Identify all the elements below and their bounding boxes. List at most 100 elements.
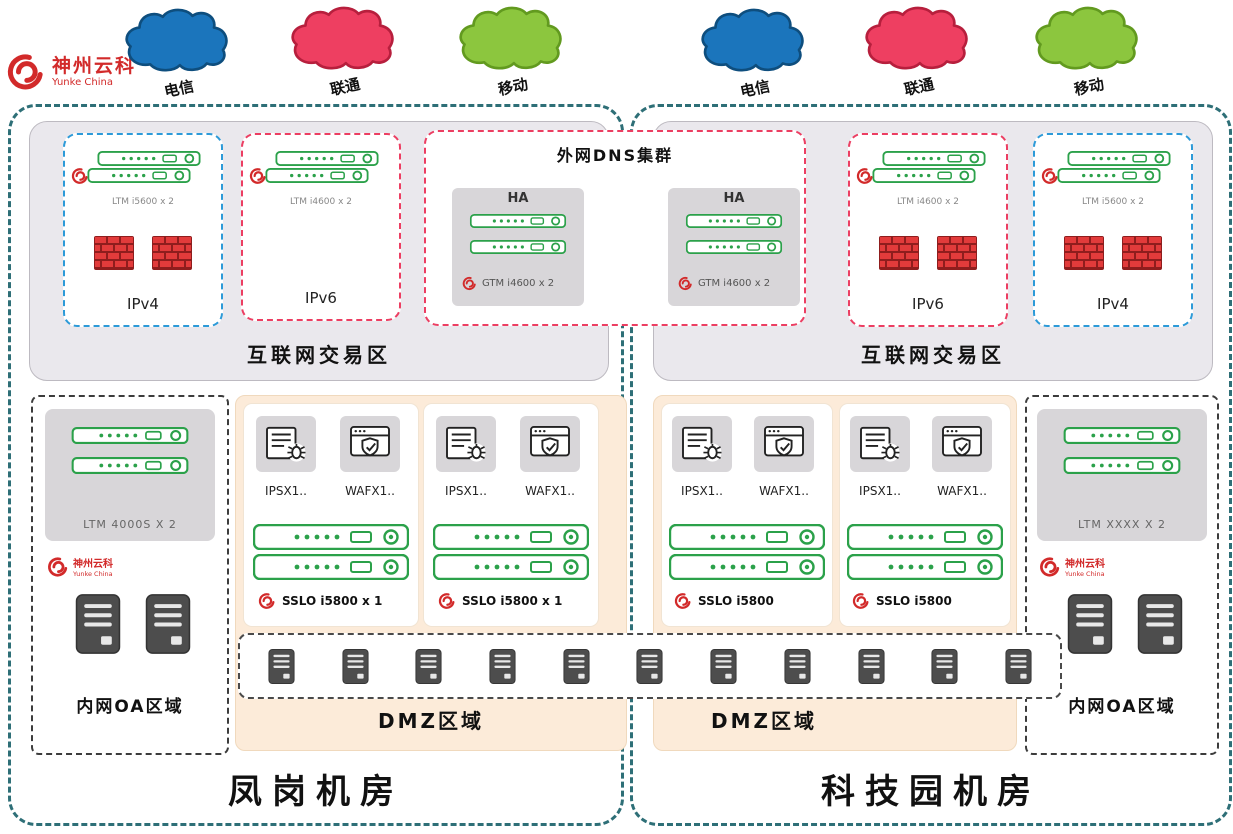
waf-label: WAFX1.. [759, 484, 809, 498]
sslo-caption: SSLO i5800 [674, 592, 774, 610]
ltm-appliance-icon [1059, 457, 1185, 474]
sslo-appliance-icon [668, 524, 826, 550]
oa-zone-right: LTM XXXX X 2 神州云科 Yunke China 内网OA区域 [1025, 395, 1219, 755]
ips-tile [256, 416, 316, 472]
ltm-appliance-icon [878, 151, 990, 166]
sslo-label: SSLO i5800 [876, 594, 952, 608]
brand-subtitle: Yunke China [52, 76, 113, 88]
sslo-caption: SSLO i5800 x 1 [258, 592, 382, 610]
waf-tile [932, 416, 992, 472]
server-icon [268, 648, 295, 685]
gtm-label: GTM i4600 x 2 [482, 278, 555, 289]
waf-label: WAFX1.. [525, 484, 575, 498]
sslo-appliance-icon [432, 524, 590, 550]
datacenter-name-fenggang: 凤岗机房 [228, 772, 404, 812]
yunke-mini-logo-icon [1039, 556, 1061, 578]
yunke-mini-logo-icon [678, 276, 693, 291]
server-icon [636, 648, 663, 685]
ips-tile [436, 416, 496, 472]
sslo-appliance-icon [252, 524, 410, 550]
cloud-icon [286, 4, 404, 74]
device-label: LTM i5600 x 2 [111, 197, 175, 207]
sslo-appliance-icon [668, 554, 826, 580]
ips-tile [672, 416, 732, 472]
ltm-appliance-icon [67, 427, 193, 444]
ltm-appliance-icon [1063, 151, 1175, 166]
gtm-caption: GTM i4600 x 2 [678, 276, 770, 291]
ips-icon [445, 425, 487, 463]
cloud-icon [120, 6, 238, 76]
server-icon [1005, 648, 1032, 685]
ltm-appliance-icon [261, 168, 373, 183]
sslo-appliance-icon [846, 554, 1004, 580]
sslo-caption: SSLO i5800 x 1 [438, 592, 562, 610]
gtm-appliance-icon [466, 240, 570, 254]
device-label: LTM i5600 x 2 [1081, 197, 1145, 207]
cloud-icon [1030, 4, 1148, 74]
firewall-row [850, 235, 1006, 271]
waf-icon [529, 425, 571, 463]
ipv6-box-right: LTM i4600 x 2 IPv6 [848, 133, 1008, 327]
waf-label: WAFX1.. [345, 484, 395, 498]
dmz-zone-label: DMZ区域 [377, 709, 484, 733]
firewall-icon [152, 235, 192, 271]
gtm-appliance-icon [682, 214, 786, 228]
ha-label: HA [507, 191, 529, 206]
yunke-mini-logo-icon [249, 167, 267, 185]
cloud-icon [696, 6, 814, 76]
firewall-row [1035, 235, 1191, 271]
ltm-appliance-icon [93, 151, 205, 166]
firewall-icon [94, 235, 134, 271]
sslo-appliance-icon [252, 554, 410, 580]
ips-tile [850, 416, 910, 472]
waf-label: WAFX1.. [937, 484, 987, 498]
server-icon [1137, 593, 1183, 655]
yunke-logo-icon [6, 52, 46, 92]
sslo-label: SSLO i5800 x 1 [282, 594, 383, 608]
server-icon [784, 648, 811, 685]
ltm-appliance-icon [1059, 427, 1185, 444]
ltm-appliance-icon [1053, 168, 1165, 183]
sslo-label: SSLO i5800 x 1 [462, 594, 563, 608]
ipv4-label: IPv4 [1097, 295, 1129, 313]
yunke-brand: 神州云科 Yunke China [6, 52, 136, 92]
waf-icon [349, 425, 391, 463]
isp-cloud-unicom-right: 联通 [860, 4, 978, 99]
sslo-appliance-icon [432, 554, 590, 580]
device-label: LTM i4600 x 2 [896, 197, 960, 207]
gtm-label: GTM i4600 x 2 [698, 278, 771, 289]
cloud-icon [454, 4, 572, 74]
internet-zone-label: 互联网交易区 [247, 343, 391, 367]
brand-subtitle: Yunke China [1065, 570, 1105, 578]
ltm-appliance-icon [83, 168, 195, 183]
yunke-mini-brand: 神州云科 Yunke China [1039, 555, 1105, 578]
gtm-appliance-icon [682, 240, 786, 254]
ltm-device-card: LTM XXXX X 2 [1037, 409, 1207, 541]
internet-zone-label: 互联网交易区 [861, 343, 1005, 367]
ipv4-label: IPv4 [127, 295, 159, 313]
ltm-appliance-icon [271, 151, 383, 166]
server-icon [145, 593, 191, 655]
gtm-appliance-icon [466, 214, 570, 228]
ipv6-label: IPv6 [305, 289, 337, 307]
yunke-mini-logo-icon [47, 556, 69, 578]
yunke-mini-logo-icon [71, 167, 89, 185]
cloud-icon [860, 4, 978, 74]
server-icon [858, 648, 885, 685]
waf-icon [763, 425, 805, 463]
ips-icon [265, 425, 307, 463]
ltm-appliance-icon [67, 457, 193, 474]
ha-box-left: HA GTM i4600 x 2 [452, 188, 584, 306]
yunke-mini-brand-text: 神州云科 Yunke China [73, 555, 113, 578]
sslo-label: SSLO i5800 [698, 594, 774, 608]
ipv6-box-left: LTM i4600 x 2 IPv6 [241, 133, 401, 321]
device-label: LTM XXXX X 2 [1078, 518, 1166, 531]
ipv4-box-left: LTM i5600 x 2 IPv4 [63, 133, 223, 327]
ipv6-label: IPv6 [912, 295, 944, 313]
firewall-icon [1064, 235, 1104, 271]
isp-cloud-mobile-left: 移动 [454, 4, 572, 99]
gtm-caption: GTM i4600 x 2 [462, 276, 554, 291]
sslo-caption: SSLO i5800 [852, 592, 952, 610]
server-icon [415, 648, 442, 685]
